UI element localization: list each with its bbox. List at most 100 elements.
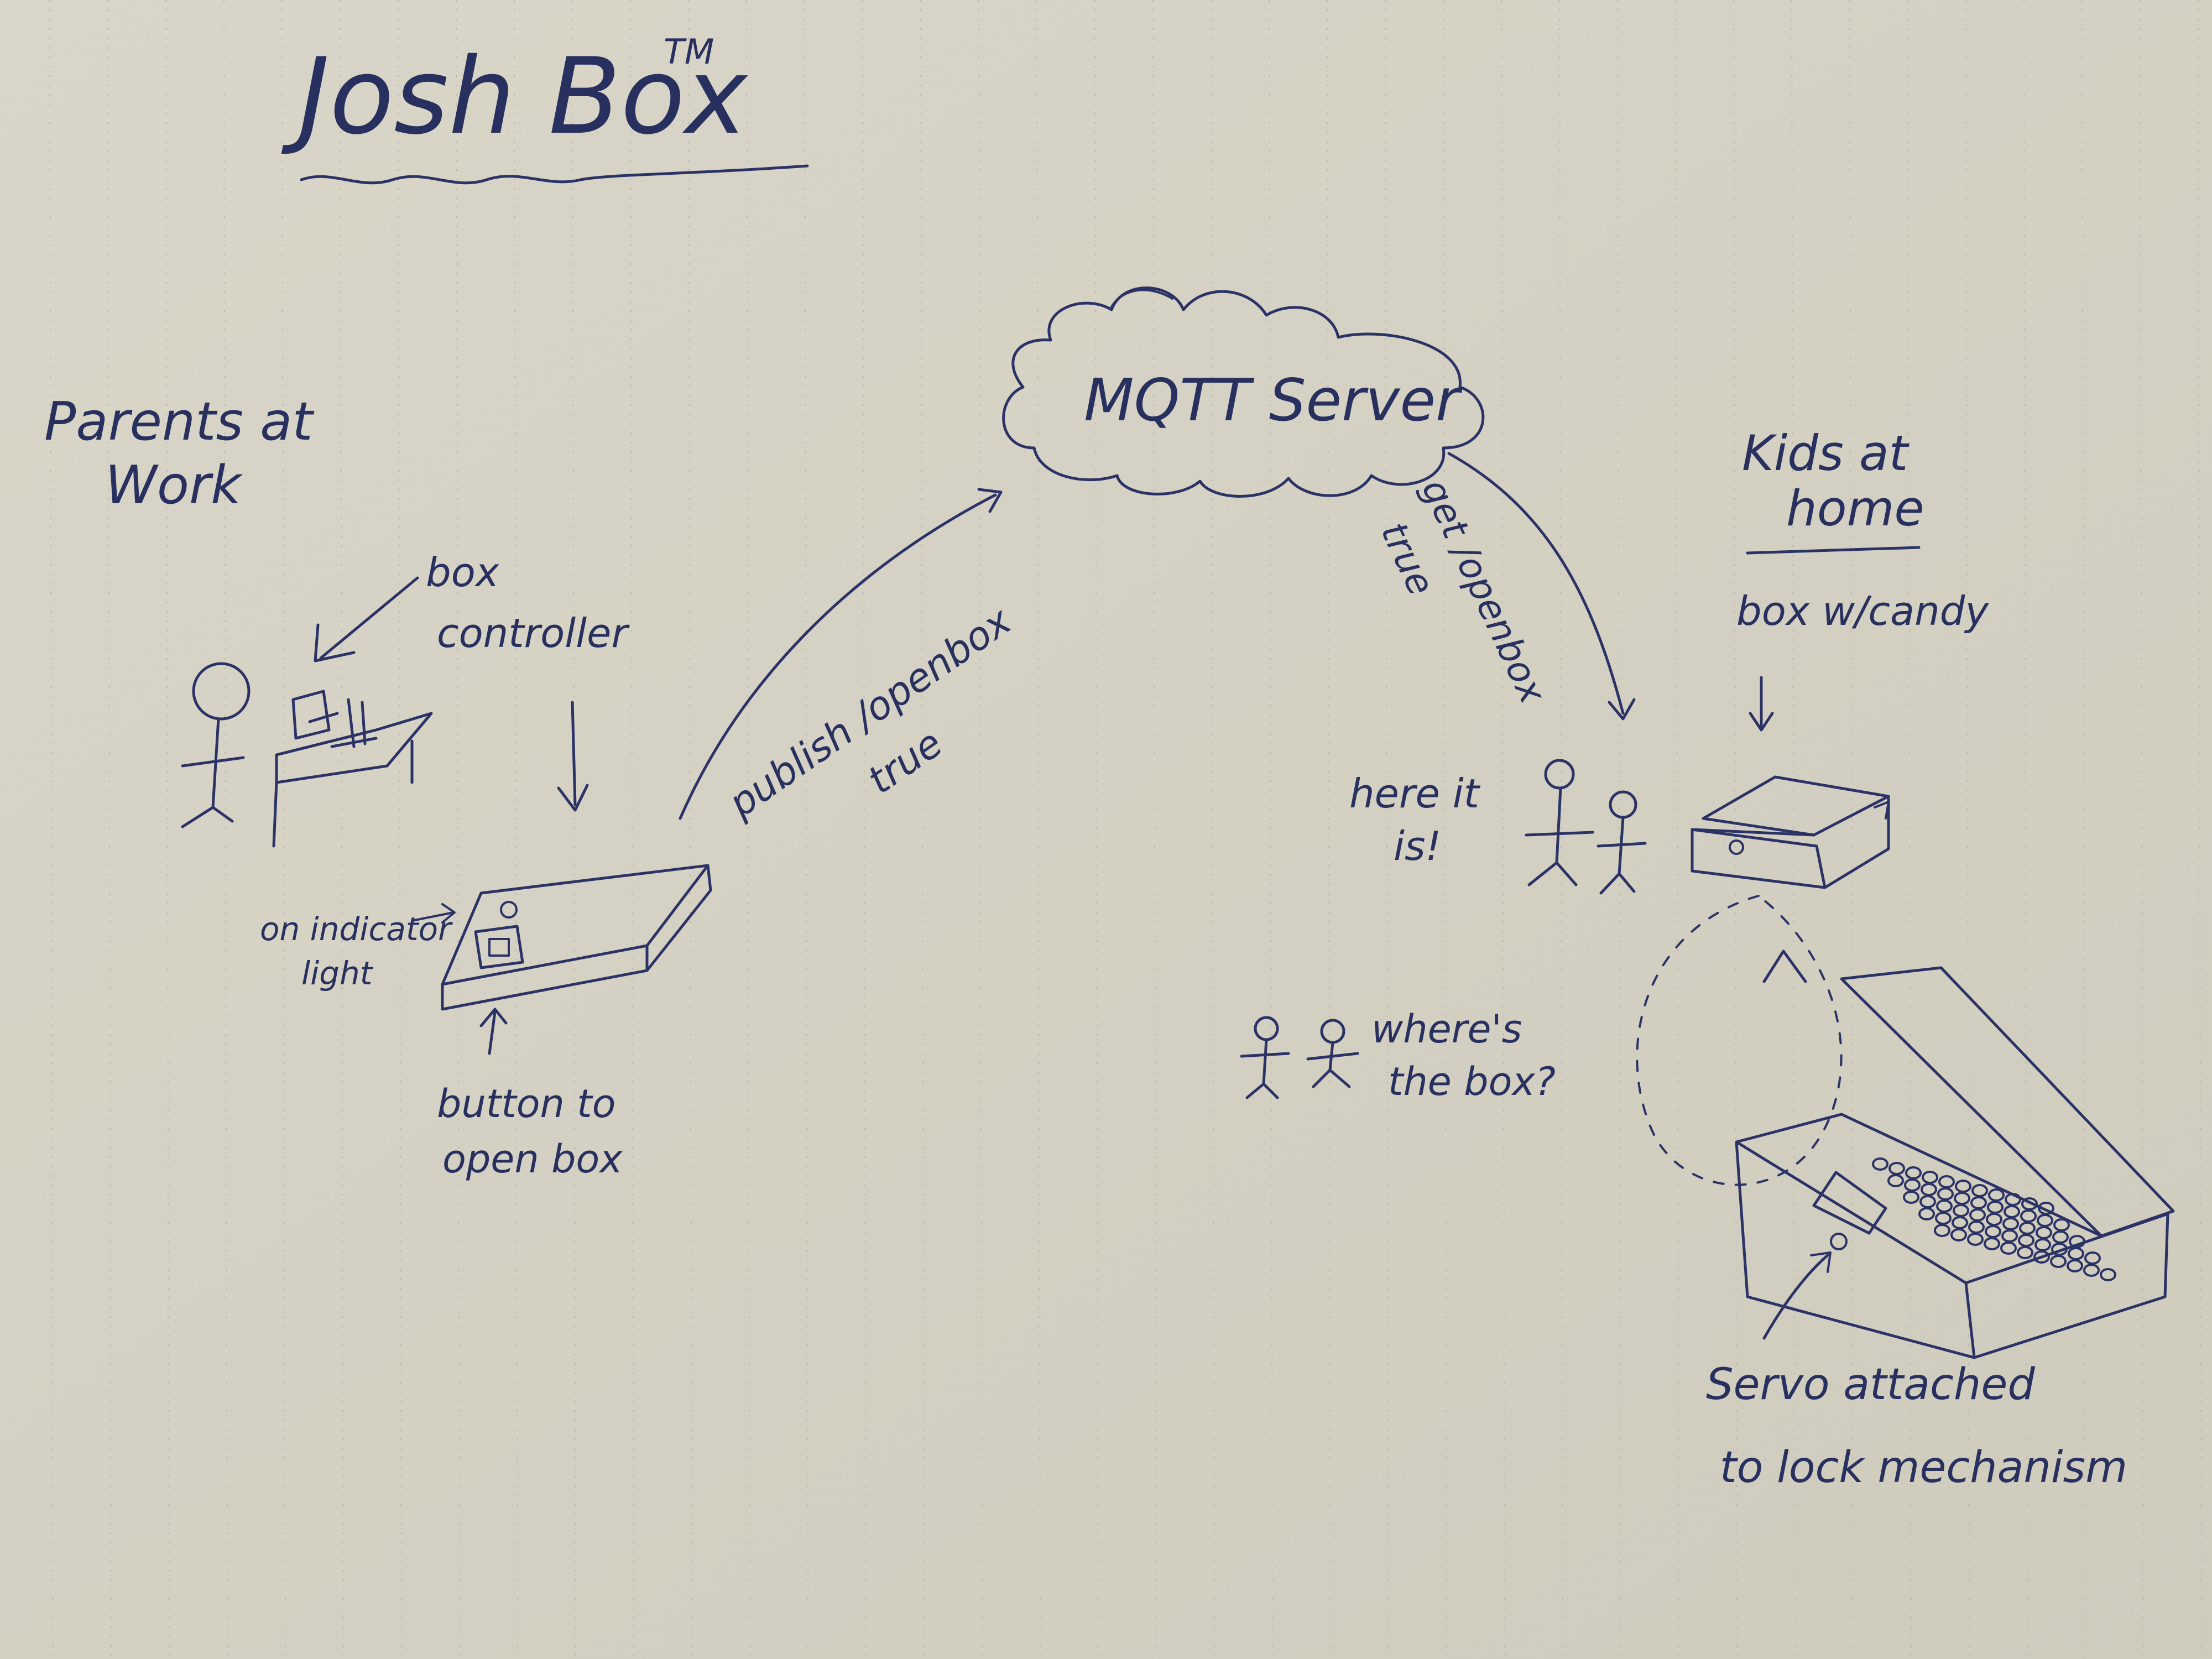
kid-figure-2 <box>1597 790 1647 895</box>
rule-line <box>49 0 54 1659</box>
arrow-to-box <box>1749 676 1774 732</box>
rule-line <box>223 0 228 1659</box>
rule-line <box>514 0 518 1659</box>
candy <box>1971 1184 1988 1197</box>
candy <box>2004 1205 2020 1218</box>
candy <box>2020 1209 2037 1223</box>
candy-pile <box>1872 1157 2116 1281</box>
mqtt-server-label: MQTT Server <box>1084 367 1463 434</box>
kid-figure-3 <box>1240 1016 1290 1099</box>
rule-line <box>1617 0 1621 1659</box>
rule-line <box>1036 0 1041 1659</box>
candy <box>2069 1235 2085 1248</box>
indicator-light-label: on indicator light <box>260 910 461 992</box>
candy <box>2034 1238 2051 1251</box>
rule-line <box>1211 0 1215 1659</box>
candy <box>1967 1233 1984 1246</box>
cloud-top-curl <box>1110 289 1173 308</box>
dotted-rules <box>49 0 2202 1659</box>
candy <box>1987 1201 2004 1214</box>
open-candy-box <box>1735 966 2175 1359</box>
rule-line <box>978 0 983 1659</box>
rule-line <box>107 0 112 1659</box>
candy <box>1970 1196 1987 1209</box>
arrow-to-desk <box>319 576 419 660</box>
desk-with-computer <box>272 690 433 848</box>
title: Josh Box <box>281 35 749 158</box>
servo-label: Servo attached to lock mechanism <box>1706 1360 2127 1493</box>
rule-line <box>1559 0 1563 1659</box>
rule-line <box>2140 0 2144 1659</box>
candy <box>1955 1180 1971 1193</box>
rule-line <box>688 0 692 1659</box>
candy <box>1921 1183 1937 1196</box>
candy <box>2083 1264 2100 1277</box>
candy <box>2001 1229 2018 1243</box>
box-controller-device <box>441 864 712 1011</box>
candy <box>1953 1204 1969 1217</box>
publish-arrow <box>679 493 997 820</box>
rule-line <box>630 0 634 1659</box>
arrowhead-to-desk <box>314 623 356 662</box>
candy <box>1937 1187 1954 1201</box>
candy <box>2050 1255 2067 1268</box>
arrowhead-to-controller <box>557 784 589 812</box>
rule-line <box>281 0 286 1659</box>
here-it-is-label: here it is! <box>1349 770 1492 869</box>
candy <box>1934 1224 1950 1237</box>
get-arrowhead <box>1608 698 1636 721</box>
box-controller-label: box controller <box>426 549 630 656</box>
rule-line <box>1327 0 1331 1659</box>
candy <box>1887 1174 1904 1187</box>
rule-line <box>2081 0 2086 1659</box>
mqtt-cloud <box>1002 286 1485 498</box>
rule-line <box>1733 0 1738 1659</box>
candy <box>1954 1192 1970 1205</box>
rule-line <box>746 0 750 1659</box>
rule-line <box>340 0 344 1659</box>
candy <box>1984 1237 2000 1250</box>
candy <box>2084 1251 2101 1265</box>
arrowhead-to-servo <box>1810 1251 1832 1273</box>
candy <box>1872 1157 1888 1171</box>
button-label: button to open box <box>437 1081 628 1182</box>
candy <box>2067 1259 2083 1272</box>
kids-underline <box>1746 546 1921 555</box>
rule-line <box>1094 0 1099 1659</box>
rule-line <box>1849 0 1854 1659</box>
rule-line <box>1907 0 1912 1659</box>
rule-line <box>920 0 925 1659</box>
closed-candy-box <box>1691 775 1890 889</box>
candy <box>1905 1166 1922 1180</box>
get-arrow <box>1447 452 1625 715</box>
candy <box>1968 1220 1985 1234</box>
candy <box>1952 1216 1968 1229</box>
title-underline <box>300 164 809 185</box>
candy <box>2019 1222 2036 1235</box>
candy <box>2037 1214 2053 1227</box>
candy <box>1935 1212 1952 1225</box>
arrow-to-button <box>479 1008 508 1055</box>
candy <box>2005 1193 2021 1206</box>
candy <box>2100 1268 2116 1281</box>
candy <box>1986 1213 2002 1226</box>
wheres-the-box-label: where's the box? <box>1371 1006 1556 1104</box>
candy <box>2038 1202 2054 1215</box>
candy <box>2000 1241 2017 1255</box>
rule-line <box>2198 0 2202 1659</box>
rule-line <box>1965 0 1970 1659</box>
candy <box>1988 1188 2005 1202</box>
rule-line <box>1501 0 1505 1659</box>
candy <box>1938 1175 1955 1188</box>
candy <box>1888 1162 1905 1175</box>
kid-figure-4 <box>1306 1019 1359 1088</box>
candy <box>2068 1247 2084 1260</box>
candy <box>2002 1217 2019 1230</box>
candy <box>2033 1250 2050 1264</box>
candy <box>1919 1195 1936 1208</box>
arrow-to-servo <box>1762 1254 1829 1340</box>
candy <box>2021 1197 2038 1211</box>
candy <box>2053 1218 2070 1232</box>
